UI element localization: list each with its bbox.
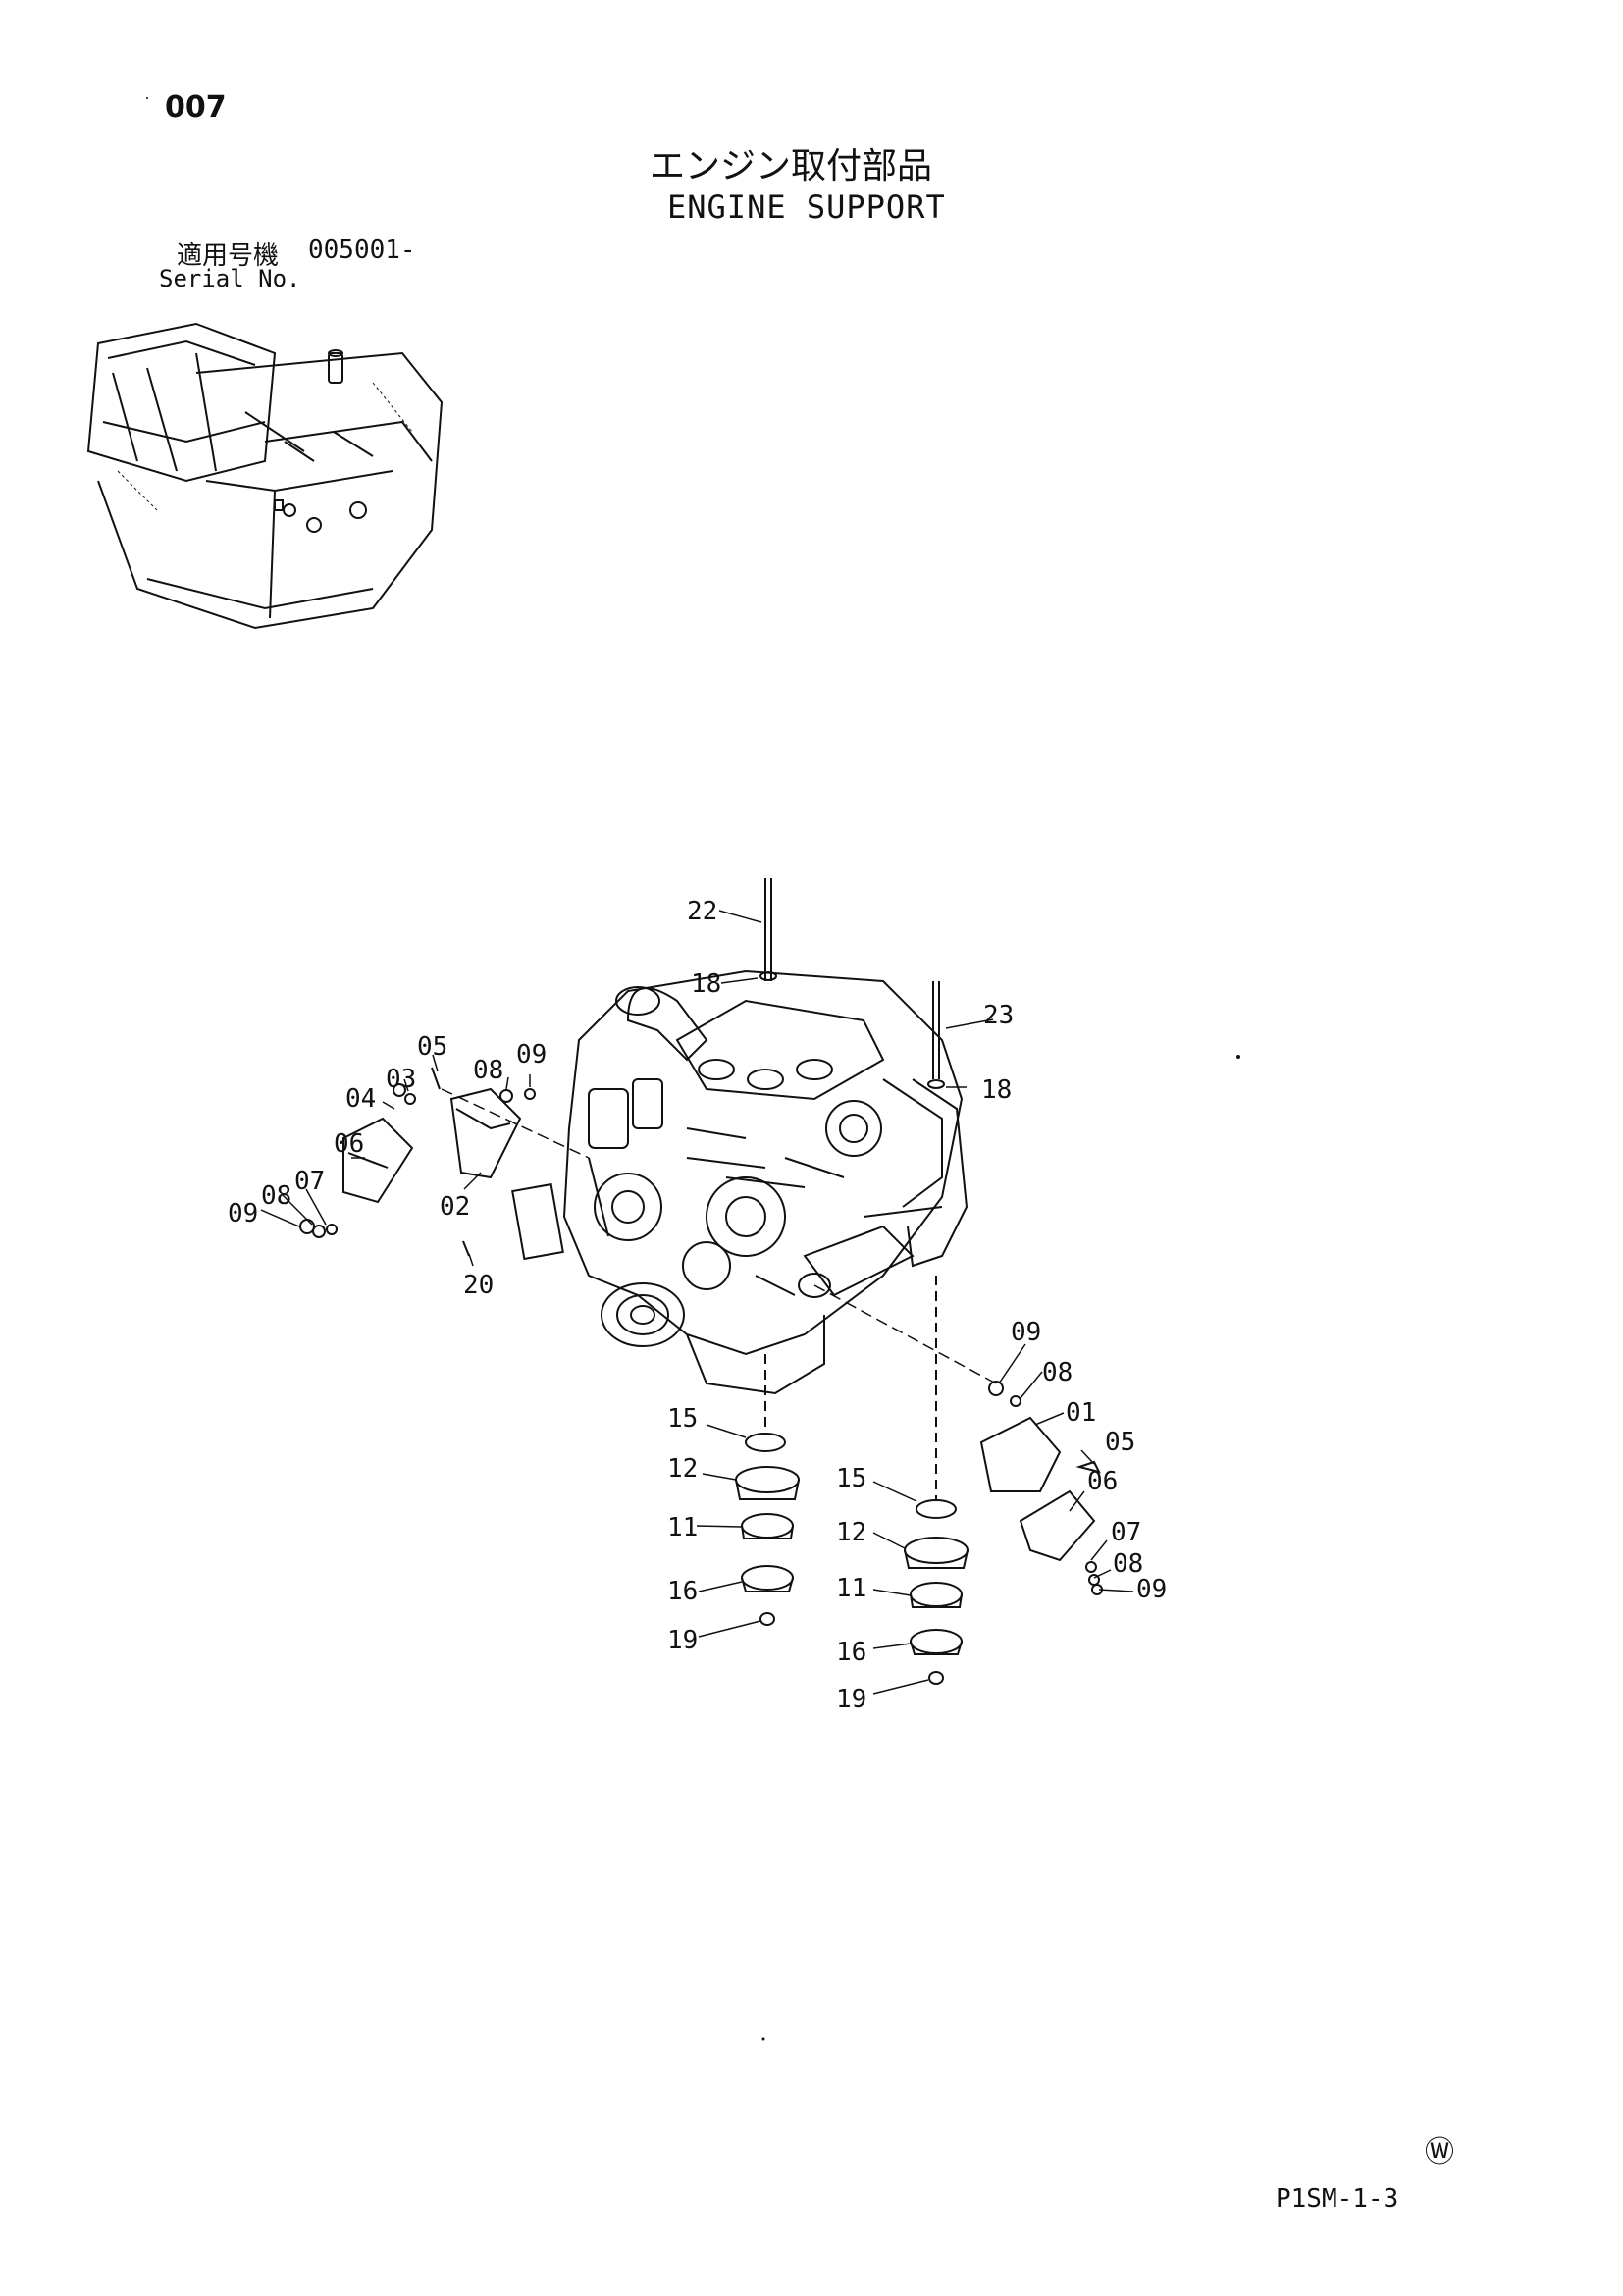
callout-label: 12 bbox=[836, 1518, 866, 1547]
callout-label: 15 bbox=[667, 1404, 698, 1434]
callout-label: 02 bbox=[440, 1192, 470, 1222]
callout-label: 05 bbox=[417, 1032, 447, 1062]
callout-label: 08 bbox=[261, 1181, 291, 1211]
callout-labels: 22 18 23 18 05 08 09 03 04 06 09 08 07 0… bbox=[228, 897, 1167, 1714]
engine-drawing bbox=[562, 969, 969, 1395]
left-bracket-drawing bbox=[299, 1067, 564, 1261]
callout-label: 16 bbox=[667, 1577, 698, 1606]
callout-label: 09 bbox=[228, 1199, 258, 1228]
callout-label: 22 bbox=[687, 897, 717, 926]
callout-label: 19 bbox=[667, 1626, 698, 1655]
left-mount-stack-drawing bbox=[735, 878, 800, 1626]
callout-label: 09 bbox=[1011, 1318, 1041, 1347]
callout-label: 04 bbox=[345, 1084, 376, 1114]
callout-label: 11 bbox=[836, 1574, 866, 1603]
callout-label: 18 bbox=[981, 1075, 1012, 1105]
callout-label: 11 bbox=[667, 1513, 698, 1542]
serial-label-japanese: 適用号機 bbox=[177, 241, 280, 271]
callout-label: 07 bbox=[294, 1167, 325, 1196]
callout-label: 18 bbox=[691, 969, 721, 999]
callout-label: 08 bbox=[473, 1056, 503, 1085]
page-title-japanese: エンジン取付部品 bbox=[650, 146, 933, 186]
callout-label: 07 bbox=[1111, 1518, 1141, 1547]
callout-label: 23 bbox=[983, 1001, 1014, 1030]
page-number: 007 bbox=[165, 90, 227, 125]
scan-speckles bbox=[146, 97, 1240, 2041]
callout-label: 16 bbox=[836, 1638, 866, 1667]
callout-label: 19 bbox=[836, 1685, 866, 1714]
callout-label: 09 bbox=[516, 1040, 547, 1070]
callout-label: 08 bbox=[1042, 1358, 1073, 1387]
callout-label: 06 bbox=[334, 1129, 364, 1159]
callout-label: 03 bbox=[386, 1065, 416, 1094]
leader-lines bbox=[260, 910, 1134, 1695]
callout-label: 09 bbox=[1136, 1575, 1167, 1604]
callout-label: 20 bbox=[463, 1271, 494, 1300]
page-title-english: ENGINE SUPPORT bbox=[667, 188, 946, 226]
page-code: P1SM-1-3 bbox=[1276, 2184, 1399, 2214]
callout-label: 08 bbox=[1113, 1549, 1143, 1579]
right-mount-stack-drawing bbox=[904, 981, 969, 1685]
watermark-symbol: Ⓦ bbox=[1425, 2135, 1454, 2169]
callout-label: 06 bbox=[1087, 1467, 1118, 1496]
serial-number-value: 005001- bbox=[308, 235, 416, 265]
callout-label: 12 bbox=[667, 1454, 698, 1484]
right-bracket-drawing bbox=[979, 1381, 1103, 1595]
excavator-overview-illustration bbox=[86, 322, 444, 630]
callout-label: 15 bbox=[836, 1464, 866, 1493]
callout-label: 05 bbox=[1105, 1428, 1135, 1457]
serial-label-english: Serial No. bbox=[159, 265, 301, 292]
callout-label: 01 bbox=[1066, 1398, 1096, 1428]
